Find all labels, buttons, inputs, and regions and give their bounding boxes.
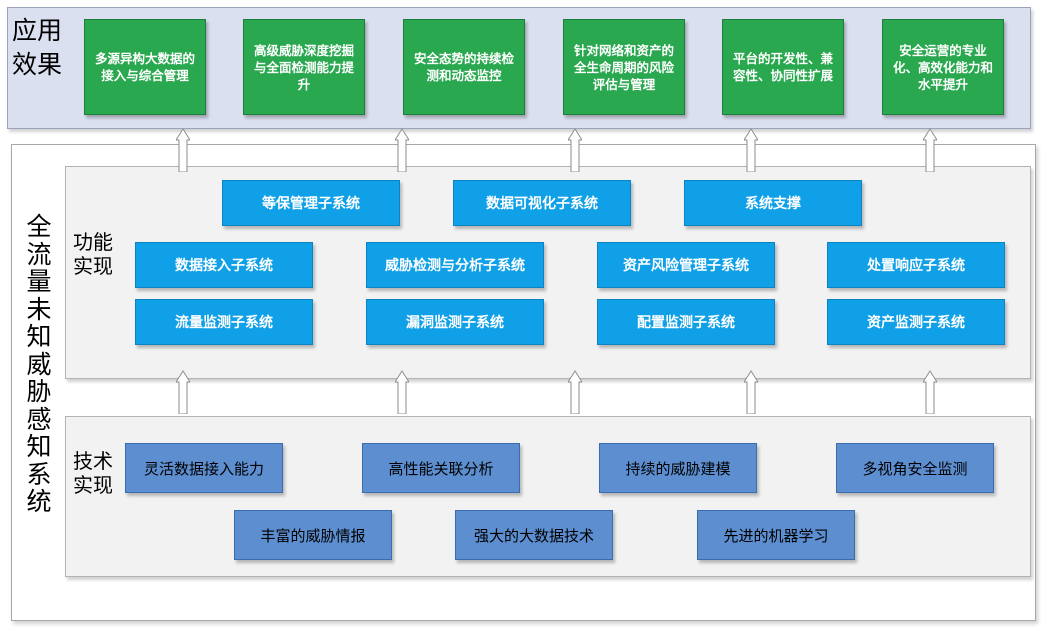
technique-box-correlation: 高性能关联分析 — [362, 443, 520, 493]
up-arrow-icon — [568, 128, 582, 172]
up-arrow-icon — [744, 370, 758, 414]
effect-box-4: 针对网络和资产的全生命周期的风险评估与管理 — [563, 19, 685, 115]
function-box-data-access: 数据接入子系统 — [135, 242, 313, 288]
up-arrow-icon — [923, 128, 937, 172]
technique-box-multi-view: 多视角安全监测 — [836, 443, 994, 493]
up-arrow-icon — [744, 128, 758, 172]
application-effect-label: 应用效果 — [12, 16, 63, 79]
function-box-asset-monitor: 资产监测子系统 — [827, 299, 1005, 345]
up-arrow-icon — [176, 128, 190, 172]
function-box-traffic-monitor: 流量监测子系统 — [135, 299, 313, 345]
function-box-dengbao: 等保管理子系统 — [222, 180, 400, 226]
function-box-vulnerability-monitor: 漏洞监测子系统 — [366, 299, 544, 345]
function-panel-label: 功能实现 — [73, 230, 113, 278]
up-arrow-icon — [395, 128, 409, 172]
technique-box-flexible-access: 灵活数据接入能力 — [125, 443, 283, 493]
effect-box-5: 平台的开发性、兼容性、协同性扩展 — [722, 19, 844, 115]
technique-box-machine-learning: 先进的机器学习 — [697, 510, 855, 560]
up-arrow-icon — [923, 370, 937, 414]
technique-panel-label: 技术实现 — [73, 449, 113, 497]
function-box-threat-detection: 威胁检测与分析子系统 — [366, 242, 544, 288]
effect-box-1: 多源异构大数据的接入与综合管理 — [84, 19, 206, 115]
function-box-system-support: 系统支撑 — [684, 180, 862, 226]
technique-box-threat-intel: 丰富的威胁情报 — [234, 510, 392, 560]
function-box-visualization: 数据可视化子系统 — [453, 180, 631, 226]
function-box-asset-risk: 资产风险管理子系统 — [597, 242, 775, 288]
system-name-label: 全流量未知威胁感知系统 — [26, 212, 52, 516]
function-box-response: 处置响应子系统 — [827, 242, 1005, 288]
effect-box-2: 高级威胁深度挖掘与全面检测能力提升 — [243, 19, 365, 115]
technique-box-big-data: 强大的大数据技术 — [455, 510, 613, 560]
up-arrow-icon — [395, 370, 409, 414]
technique-box-threat-modeling: 持续的威胁建模 — [599, 443, 757, 493]
up-arrow-icon — [176, 370, 190, 414]
function-box-config-monitor: 配置监测子系统 — [597, 299, 775, 345]
effect-box-6: 安全运营的专业化、高效化能力和水平提升 — [882, 19, 1004, 115]
up-arrow-icon — [568, 370, 582, 414]
effect-box-3: 安全态势的持续检测和动态监控 — [403, 19, 525, 115]
